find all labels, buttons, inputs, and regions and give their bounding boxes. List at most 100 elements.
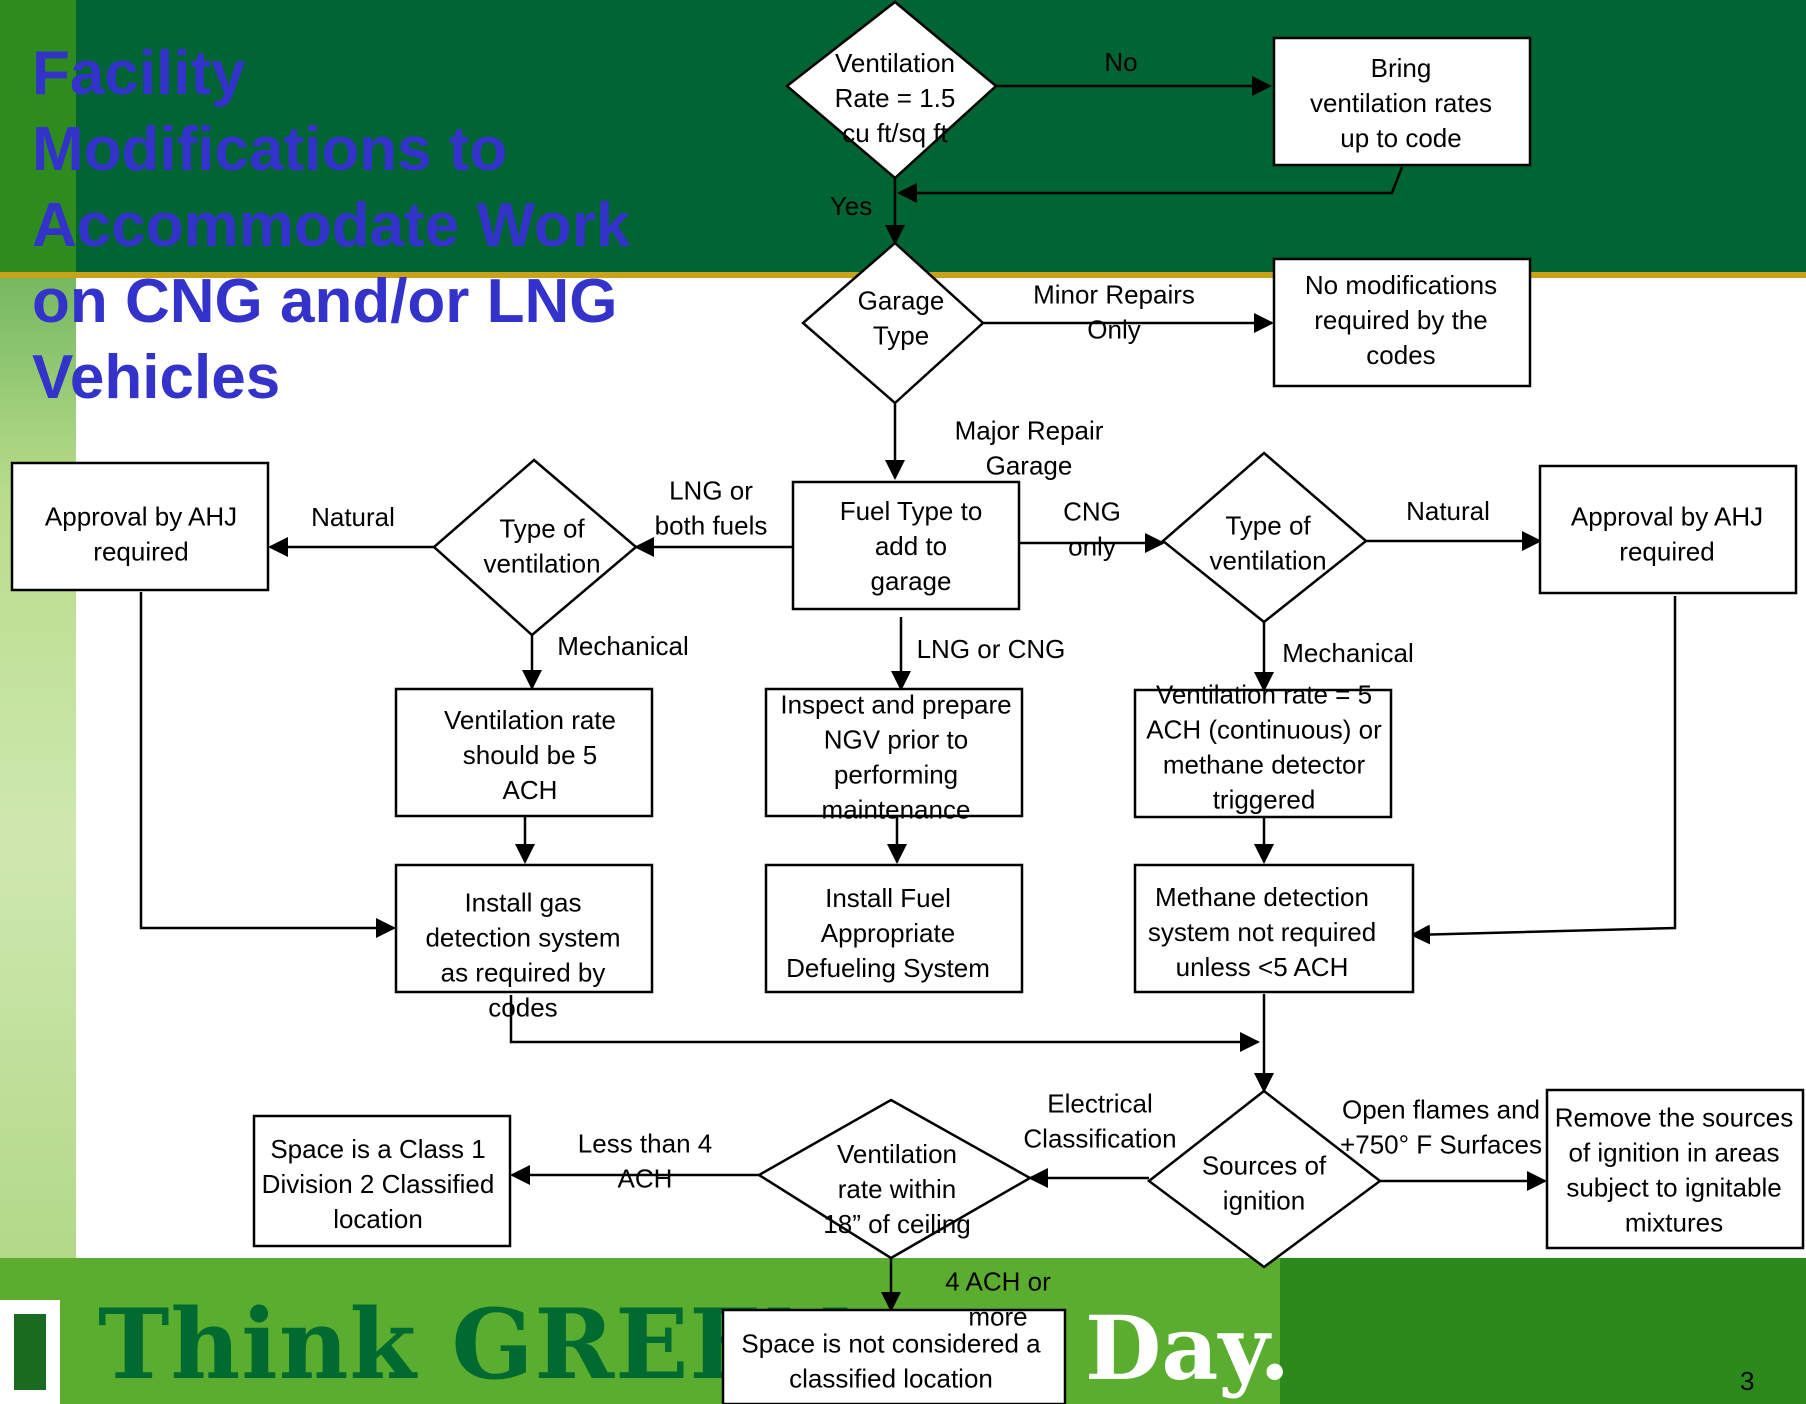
box-vent-5ach <box>394 687 654 818</box>
label-vent-ceiling-line: 18” of ceiling <box>823 1209 970 1239</box>
diamond-vent-rate <box>785 0 998 180</box>
label-vent-5ach-line: should be 5 <box>463 740 597 770</box>
label-vent-5ach-cont-line: ACH (continuous) or <box>1146 715 1382 745</box>
label-install-gas: Install gas detection system as required b… <box>425 888 620 1023</box>
label-vent-rate-q-line: Ventilation <box>835 48 955 78</box>
label-edge-minor-line: Minor Repairs <box>1033 280 1195 310</box>
label-remove-sources-line: subject to ignitable <box>1566 1173 1781 1203</box>
label-approval-right-line: required <box>1619 537 1714 567</box>
label-vent-rate-q-line: Rate = 1.5 <box>835 83 956 113</box>
label-edge-mech-left-line: Mechanical <box>557 631 689 661</box>
label-type-vent-left-line: Type of <box>499 514 585 544</box>
label-class1-line: location <box>333 1204 423 1234</box>
edge-install-gas-merge <box>509 995 1260 1052</box>
label-inspect-line: maintenance <box>822 795 971 825</box>
label-edge-less-than-4-line: ACH <box>618 1164 673 1194</box>
label-fuel-type-line: Fuel Type to <box>840 496 983 526</box>
footer-tagline-text: Day. <box>1085 1296 1291 1400</box>
block-m-logo <box>0 1300 60 1404</box>
label-sources-line: ignition <box>1223 1186 1305 1216</box>
edge-approval-right <box>1410 596 1677 945</box>
label-edge-natural-left: Natural <box>311 502 395 532</box>
label-edge-natural-right: Natural <box>1406 496 1490 526</box>
footer-banner-dark <box>1280 1258 1806 1404</box>
label-vent-5ach-cont-line: Ventilation rate = 5 <box>1156 680 1372 710</box>
slide-title: Facility Modifications to Accommodate Wo… <box>32 39 631 412</box>
label-remove-sources-line: of ignition in areas <box>1568 1138 1779 1168</box>
diamond-garage-type <box>801 241 985 405</box>
label-edge-4-ach-line: more <box>968 1302 1027 1332</box>
label-bring-vent-line: up to code <box>1340 123 1461 153</box>
label-vent-5ach-line: Ventilation rate <box>444 705 616 735</box>
label-class1-line: Division 2 Classified <box>262 1169 495 1199</box>
box-approval-right <box>1538 464 1798 595</box>
label-edge-lng-both: LNG or both fuels <box>655 476 768 541</box>
diamond-type-vent-left <box>432 458 638 637</box>
label-edge-electrical-line: Classification <box>1023 1124 1176 1154</box>
label-edge-no-line: No <box>1104 47 1137 77</box>
label-edge-major-line: Garage <box>986 451 1073 481</box>
label-edge-lng-both-line: LNG or <box>669 476 753 506</box>
box-bring-vent <box>1272 36 1532 167</box>
box-approval-left <box>10 461 270 592</box>
label-edge-mech-left: Mechanical <box>557 631 689 661</box>
label-install-gas-line: detection system <box>425 923 620 953</box>
label-inspect-line: performing <box>834 760 958 790</box>
label-sources-line: Sources of <box>1202 1151 1327 1181</box>
label-edge-major-line: Major Repair <box>955 416 1104 446</box>
label-edge-open-flames-line: +750° F Surfaces <box>1340 1130 1542 1160</box>
label-install-gas-line: as required by <box>441 958 606 988</box>
box-vent-5ach-cont <box>1133 688 1393 819</box>
label-approval-left-line: required <box>93 537 188 567</box>
label-fuel-type-line: garage <box>871 566 952 596</box>
label-not-classified-line: Space is not considered a <box>741 1329 1041 1359</box>
label-edge-lng-both-line: both fuels <box>655 511 768 541</box>
label-no-mods-line: No modifications <box>1305 270 1497 300</box>
label-install-gas-line: Install gas <box>464 888 581 918</box>
label-inspect-line: Inspect and prepare <box>780 690 1011 720</box>
label-edge-natural-right-line: Natural <box>1406 496 1490 526</box>
label-edge-lng-or-cng-line: LNG or CNG <box>917 634 1066 664</box>
page-number: 3 <box>1740 1366 1755 1396</box>
label-methane-not-req-line: system not required <box>1148 917 1376 947</box>
label-no-mods-line: codes <box>1366 340 1435 370</box>
label-garage-type-line: Type <box>873 321 929 351</box>
label-edge-mech-right-line: Mechanical <box>1282 638 1414 668</box>
box-class1 <box>252 1114 512 1248</box>
label-bring-vent-line: Bring <box>1371 53 1432 83</box>
diamond-type-vent-right <box>1161 451 1368 624</box>
label-inspect-line: NGV prior to <box>824 725 969 755</box>
box-methane-not-req <box>1133 863 1415 994</box>
label-edge-lng-or-cng: LNG or CNG <box>917 634 1066 664</box>
label-edge-yes-line: Yes <box>830 191 872 221</box>
label-edge-cng-only-line: CNG <box>1063 497 1121 527</box>
label-vent-5ach: Ventilation rate should be 5 ACH <box>444 705 616 805</box>
label-vent-5ach-line: ACH <box>503 775 558 805</box>
box-remove-sources <box>1545 1088 1805 1250</box>
box-no-mods <box>1272 257 1532 388</box>
label-methane-not-req-line: Methane detection <box>1155 882 1369 912</box>
label-edge-open-flames-line: Open flames and <box>1342 1095 1540 1125</box>
edge-bring-back <box>897 166 1404 203</box>
label-edge-minor-line: Only <box>1087 315 1140 345</box>
diamond-sources <box>1146 1089 1383 1269</box>
